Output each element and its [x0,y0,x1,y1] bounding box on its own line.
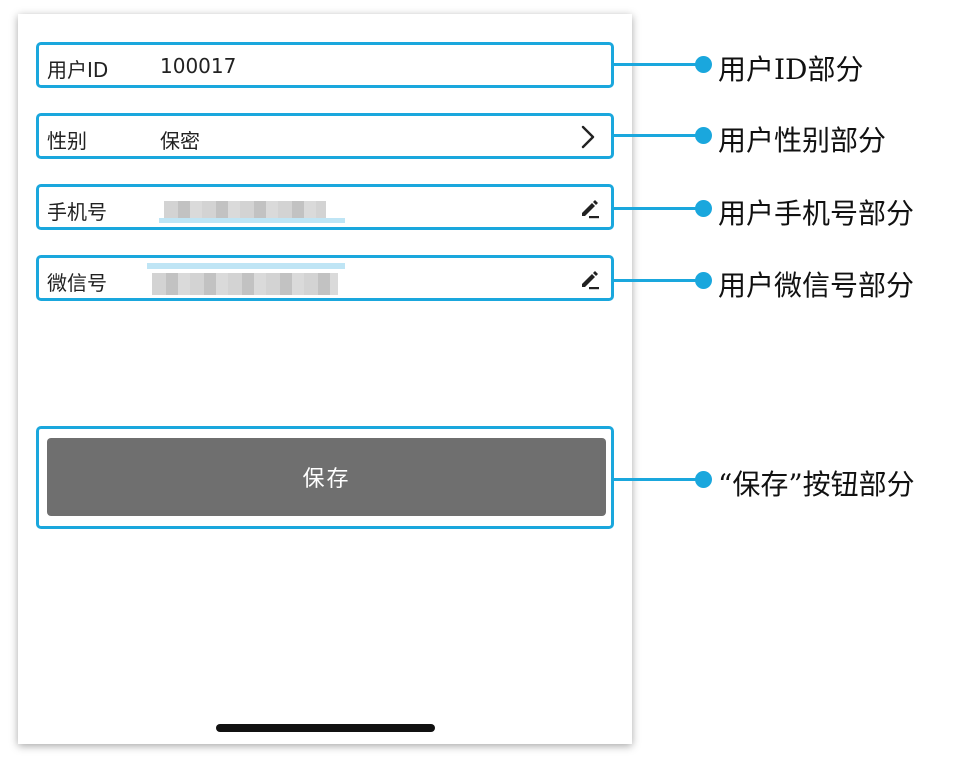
annotation-line [614,207,704,210]
user-id-label: 用户ID [47,58,109,82]
annotation-dot [695,272,712,289]
wechat-label: 微信号 [47,271,107,295]
phone-value-redacted[interactable] [164,201,326,219]
phone-label: 手机号 [47,200,107,224]
edit-pencil-icon[interactable] [579,197,601,219]
phone-highlight [159,218,345,223]
annotation-dot [695,471,712,488]
annotation-dot [695,56,712,73]
save-section: 保存 [36,426,614,529]
user-id-row: 用户ID 100017 [36,42,614,88]
edit-pencil-icon[interactable] [579,268,601,290]
gender-row[interactable]: 性别 保密 [36,113,614,159]
annotation-save-button: “保存”按钮部分 [718,468,915,501]
annotation-phone: 用户手机号部分 [718,197,915,230]
wechat-value-redacted[interactable] [152,273,338,295]
wechat-row: 微信号 [36,255,614,301]
annotation-user-id: 用户ID部分 [718,53,864,86]
chevron-right-icon[interactable] [578,124,598,150]
gender-label: 性别 [47,129,87,153]
annotation-line [614,134,704,137]
annotation-line [614,478,704,481]
gender-value: 保密 [160,129,200,153]
user-id-value: 100017 [160,54,237,78]
annotation-line [614,63,704,66]
phone-row: 手机号 [36,184,614,230]
annotation-wechat: 用户微信号部分 [718,269,915,302]
phone-screen [18,14,632,744]
annotation-gender: 用户性别部分 [718,124,887,157]
annotation-dot [695,200,712,217]
annotation-line [614,279,704,282]
home-indicator[interactable] [216,724,435,732]
save-button[interactable]: 保存 [47,438,606,516]
annotation-dot [695,127,712,144]
wechat-highlight [147,263,345,269]
